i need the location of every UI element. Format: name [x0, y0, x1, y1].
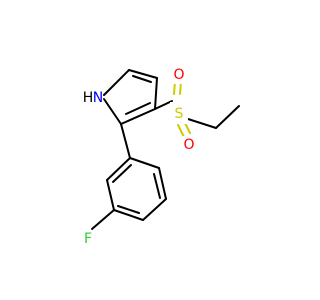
- bond-c4-c3: [154, 77, 158, 110]
- o-top-label-background: [170, 66, 188, 84]
- bond-s-o-bottom-a: [177, 124, 185, 138]
- bond-c3-c2-inner: [125, 102, 151, 115]
- bond-ar1-ar2: [129, 157, 160, 169]
- bond-ar4-ar5-inner: [117, 205, 140, 214]
- f-label-background: [79, 230, 97, 248]
- bond-ar2-ar3: [158, 167, 167, 200]
- bond-ar6-ar1-inner: [112, 164, 132, 183]
- bond-c3-c2: [120, 108, 156, 125]
- nh-nitrogen-label: N: [93, 90, 103, 106]
- bond-c3-s: [154, 100, 173, 110]
- bond-c5-c4-inner: [132, 75, 152, 83]
- oxygen-bottom-label: O: [183, 137, 194, 153]
- atom-background-layer: [79, 66, 198, 248]
- nh-label-background: [82, 88, 102, 106]
- sulfur-label: S: [175, 106, 184, 122]
- chemical-structure: H N S O O F: [79, 66, 240, 248]
- bond-ar6-ar1: [106, 157, 131, 181]
- bond-n-c2: [103, 98, 122, 125]
- bond-c2-phenyl: [120, 123, 131, 159]
- bond-ar2-ar3-inner: [153, 173, 161, 199]
- bond-ar3-ar4: [142, 198, 167, 221]
- o-bottom-label-background: [180, 136, 198, 154]
- s-label-background: [170, 102, 188, 124]
- bond-layer: [91, 69, 240, 230]
- bond-c5-c4: [128, 69, 158, 79]
- structure-canvas: H N S O O F: [79, 66, 240, 248]
- bond-ar5-f: [91, 209, 115, 230]
- bond-n-c5: [103, 69, 130, 96]
- bond-ar4-ar5: [113, 209, 144, 221]
- oxygen-top-label: O: [173, 67, 184, 83]
- atom-label-layer: H N S O O F: [83, 67, 195, 247]
- bond-ch2-ch3: [215, 105, 240, 129]
- bond-ar5-ar6: [106, 179, 115, 211]
- bond-s-ch2: [187, 118, 217, 129]
- nh-hydrogen-label: H: [83, 90, 94, 106]
- fluorine-label: F: [84, 231, 92, 247]
